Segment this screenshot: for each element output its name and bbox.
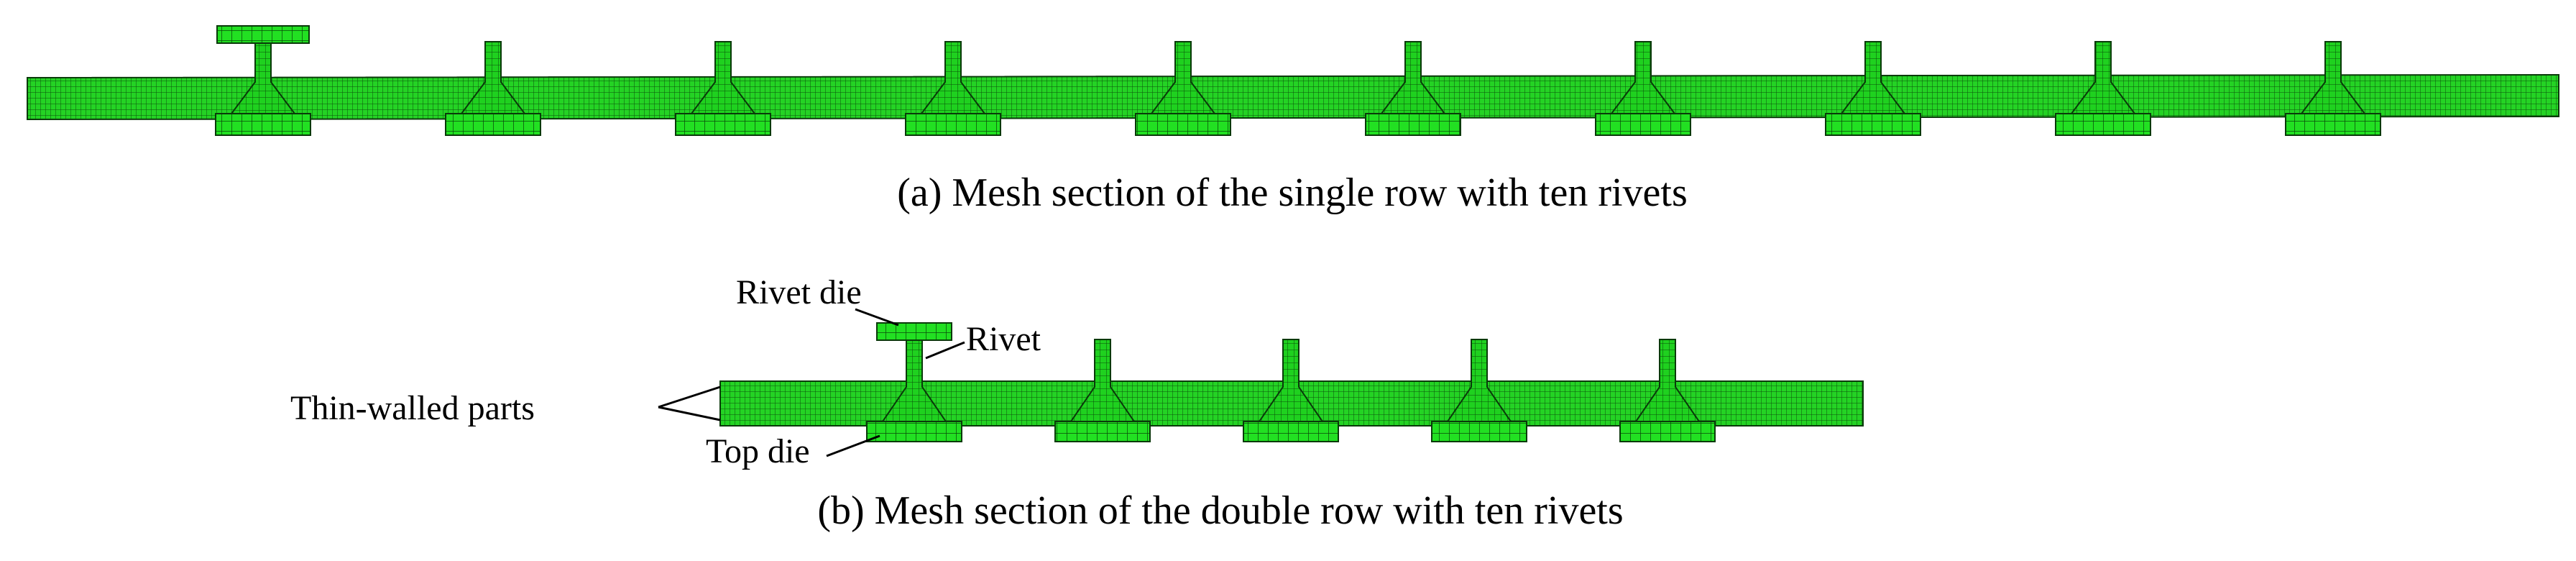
a-rivet-assembly bbox=[1825, 41, 1921, 136]
label-thin-walled-parts: Thin-walled parts bbox=[290, 389, 535, 427]
leader-thin-walled-parts-2 bbox=[658, 406, 721, 421]
rivet bbox=[460, 41, 526, 114]
top-die bbox=[905, 113, 1001, 136]
top-die bbox=[1431, 421, 1527, 442]
b-rivet-assembly bbox=[866, 339, 962, 442]
top-die bbox=[2285, 113, 2381, 136]
rivet-die-b bbox=[876, 322, 952, 341]
label-top-die: Top die bbox=[706, 432, 810, 470]
caption-b: (b) Mesh section of the double row with … bbox=[817, 488, 1623, 533]
rivet-row-a bbox=[215, 41, 2381, 136]
plate-a bbox=[27, 73, 2559, 121]
top-die bbox=[866, 421, 962, 442]
b-rivet-assembly bbox=[1054, 339, 1151, 442]
caption-a: (a) Mesh section of the single row with … bbox=[897, 170, 1688, 215]
label-rivet-die: Rivet die bbox=[736, 273, 862, 311]
top-die bbox=[2055, 113, 2151, 136]
rivet-row-b bbox=[866, 339, 1716, 442]
leader-rivet-die bbox=[855, 308, 899, 327]
panel-b: Rivet die Rivet Thin-walled parts Top di… bbox=[290, 273, 1864, 533]
top-die bbox=[1619, 421, 1716, 442]
rivet bbox=[1150, 41, 1216, 114]
rivet bbox=[690, 41, 756, 114]
top-die bbox=[1365, 113, 1461, 136]
a-rivet-assembly bbox=[1595, 41, 1691, 136]
rivet bbox=[1634, 339, 1701, 422]
rivet bbox=[1070, 339, 1136, 422]
top-die bbox=[1825, 113, 1921, 136]
panel-a: (a) Mesh section of the single row with … bbox=[27, 25, 2559, 215]
leader-thin-walled-parts-1 bbox=[658, 386, 721, 409]
leader-rivet bbox=[925, 341, 965, 360]
rivet bbox=[1840, 41, 1906, 114]
leader-top-die bbox=[826, 434, 880, 457]
rivet bbox=[2300, 41, 2366, 114]
a-rivet-assembly bbox=[2285, 41, 2381, 136]
rivet bbox=[1380, 41, 1446, 114]
rivet bbox=[1446, 339, 1512, 422]
top-die bbox=[1243, 421, 1339, 442]
rivet-die-a bbox=[216, 25, 310, 44]
rivet bbox=[1610, 41, 1676, 114]
b-rivet-assembly bbox=[1431, 339, 1527, 442]
a-rivet-assembly bbox=[2055, 41, 2151, 136]
top-die bbox=[215, 113, 311, 136]
rivet bbox=[920, 41, 986, 114]
a-rivet-assembly bbox=[1135, 41, 1231, 136]
label-rivet: Rivet bbox=[966, 320, 1041, 358]
a-rivet-assembly bbox=[445, 41, 541, 136]
rivet bbox=[1258, 339, 1324, 422]
a-rivet-assembly bbox=[675, 41, 771, 136]
top-die bbox=[1054, 421, 1151, 442]
a-rivet-assembly bbox=[1365, 41, 1461, 136]
rivet bbox=[2070, 41, 2136, 114]
b-rivet-assembly bbox=[1619, 339, 1716, 442]
a-rivet-assembly bbox=[905, 41, 1001, 136]
top-die bbox=[1595, 113, 1691, 136]
top-die bbox=[1135, 113, 1231, 136]
top-die bbox=[445, 113, 541, 136]
b-rivet-assembly bbox=[1243, 339, 1339, 442]
top-die bbox=[675, 113, 771, 136]
